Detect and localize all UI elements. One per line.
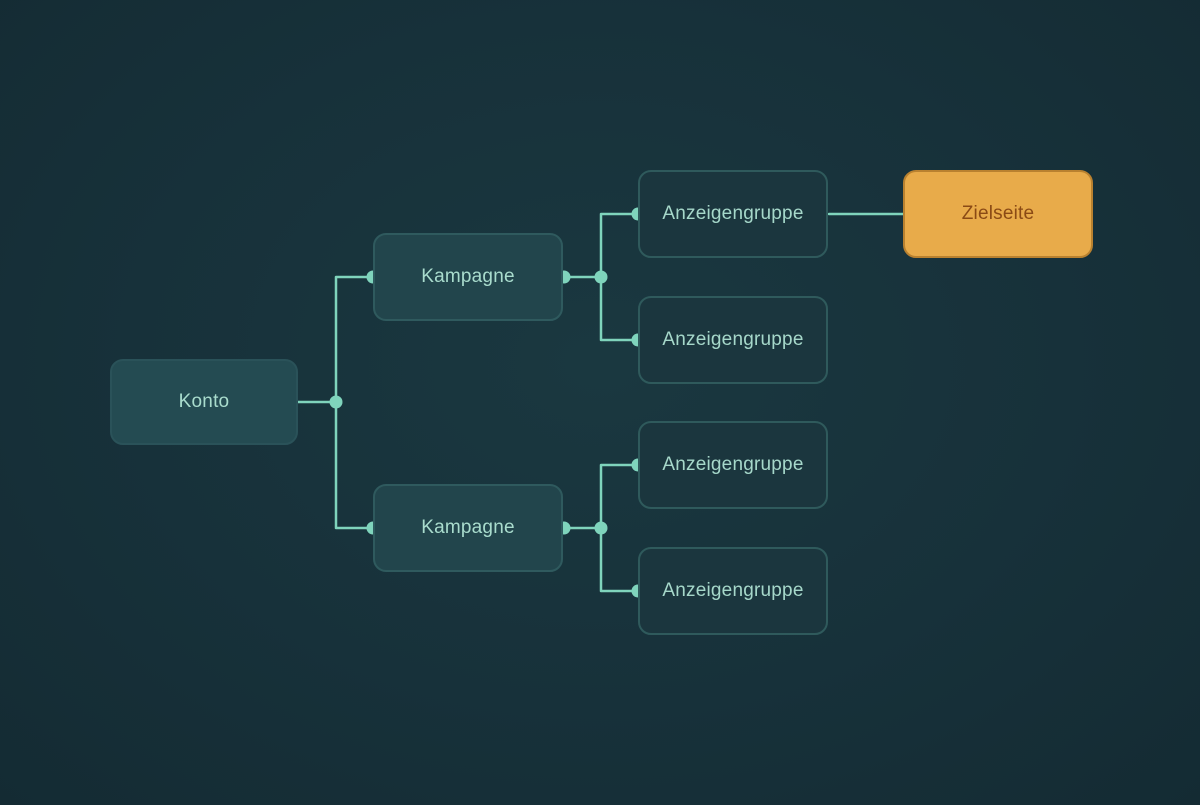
node-zielseite[interactable]: Zielseite <box>903 170 1093 258</box>
node-anzeigengruppe-4[interactable]: Anzeigengruppe <box>638 547 828 635</box>
node-kampagne-1[interactable]: Kampagne <box>373 233 563 321</box>
junction-dot-campaign-2 <box>594 521 608 535</box>
node-anzeigengruppe-3[interactable]: Anzeigengruppe <box>638 421 828 509</box>
junction-dot-campaign-1 <box>594 270 608 284</box>
node-kampagne-2[interactable]: Kampagne <box>373 484 563 572</box>
node-konto[interactable]: Konto <box>110 359 298 445</box>
node-anzeigengruppe-2[interactable]: Anzeigengruppe <box>638 296 828 384</box>
node-anzeigengruppe-1[interactable]: Anzeigengruppe <box>638 170 828 258</box>
junction-dot-root <box>329 395 343 409</box>
